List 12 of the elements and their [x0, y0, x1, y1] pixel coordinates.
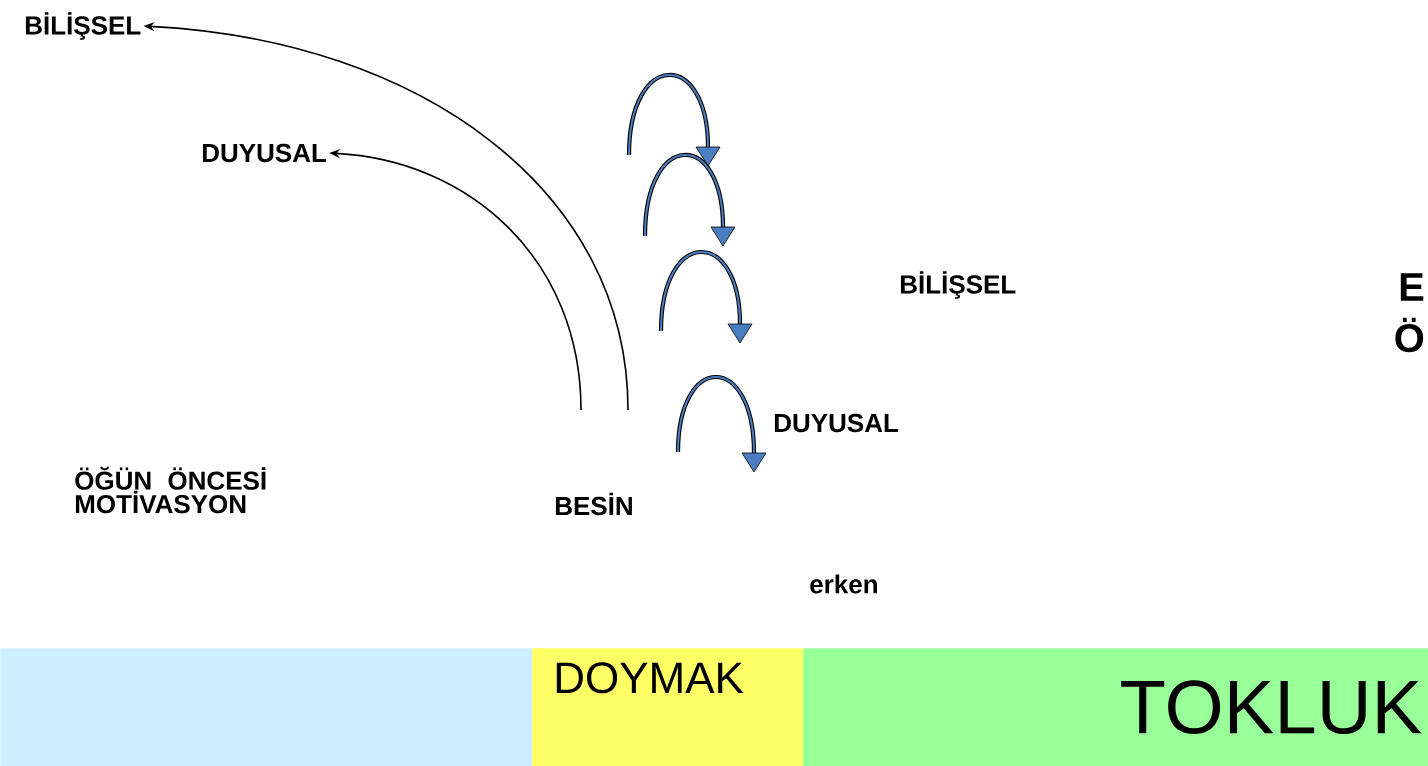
text-label: BİLİŞSEL: [25, 12, 141, 40]
text-label: ÖĞÜN ÖNCESİ MOTİVASYON: [75, 466, 266, 514]
text-label: BİLİŞSEL: [900, 271, 1016, 299]
text-label: DUYUSAL: [202, 143, 327, 163]
band: DOYMAK: [532, 648, 804, 766]
text-label: BESİN: [555, 492, 632, 516]
text-label: erken: [810, 574, 877, 594]
text-label: DUYUSAL: [774, 413, 899, 433]
band: TOKLUK: [803, 648, 1428, 766]
text-label: E: [1400, 273, 1424, 301]
text-label: Ö: [1395, 317, 1424, 353]
band: [0, 648, 533, 766]
